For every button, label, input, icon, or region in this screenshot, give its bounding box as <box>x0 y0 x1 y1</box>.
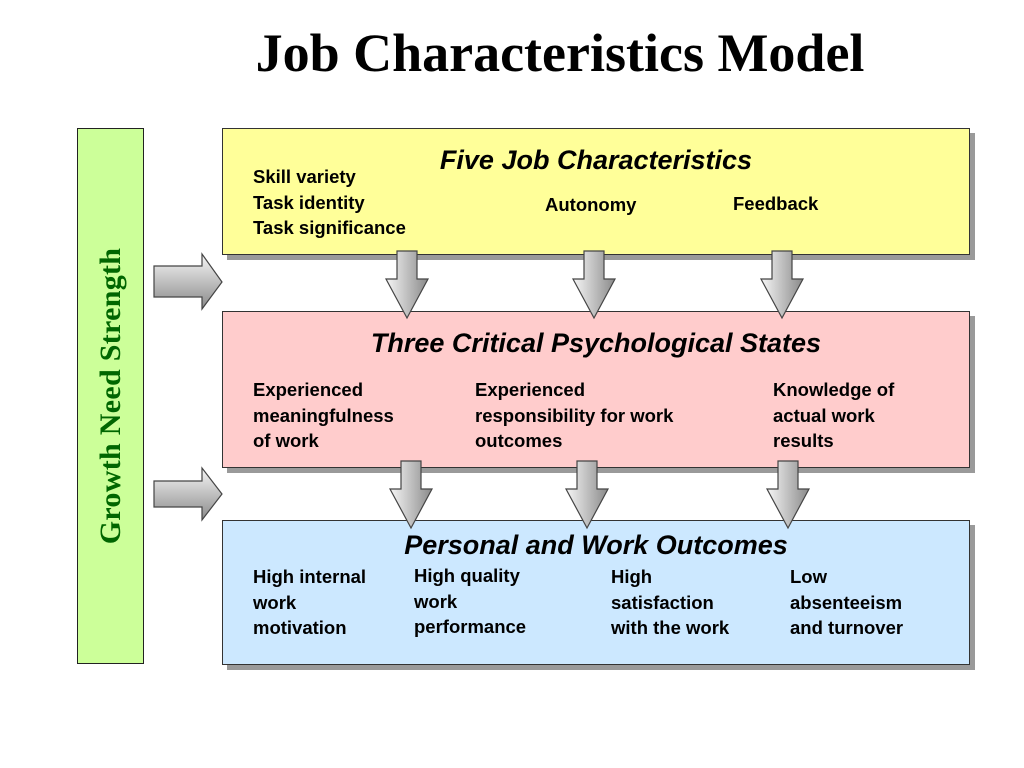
outcome-absenteeism: Low absenteeism and turnover <box>790 566 904 638</box>
work-outcomes-title: Personal and Work Outcomes <box>404 530 788 560</box>
down-arrow-icon <box>388 460 434 530</box>
down-arrow-icon <box>759 250 805 320</box>
work-outcomes-box: Personal and Work Outcomes High internal… <box>222 520 970 665</box>
outcome-performance: High quality work performance <box>414 565 527 637</box>
five-job-characteristics-title: Five Job Characteristics <box>439 145 753 175</box>
outcome-motivation: High internal work motivation <box>253 566 367 638</box>
right-arrow-icon <box>153 252 223 311</box>
psychological-states-title: Three Critical Psychological States <box>370 328 822 358</box>
state-meaningfulness: Experienced meaningfulness of work <box>253 379 394 451</box>
psychological-states-box: Three Critical Psychological States Expe… <box>222 311 970 468</box>
state-responsibility: Experienced responsibility for work outc… <box>475 379 674 451</box>
growth-need-strength-bar <box>77 128 144 664</box>
down-arrow-icon <box>384 250 430 320</box>
down-arrow-icon <box>571 250 617 320</box>
down-arrow-icon <box>564 460 610 530</box>
characteristic-autonomy: Autonomy <box>545 194 637 215</box>
characteristic-feedback: Feedback <box>733 193 819 214</box>
outcome-satisfaction: High satisfaction with the work <box>611 566 730 638</box>
right-arrow-icon <box>153 466 223 522</box>
state-knowledge: Knowledge of actual work results <box>773 379 895 451</box>
down-arrow-icon <box>765 460 811 530</box>
diagram-title: Job Characteristics Model <box>255 23 865 83</box>
characteristic-skill-task: Skill variety Task identity Task signifi… <box>253 166 406 238</box>
